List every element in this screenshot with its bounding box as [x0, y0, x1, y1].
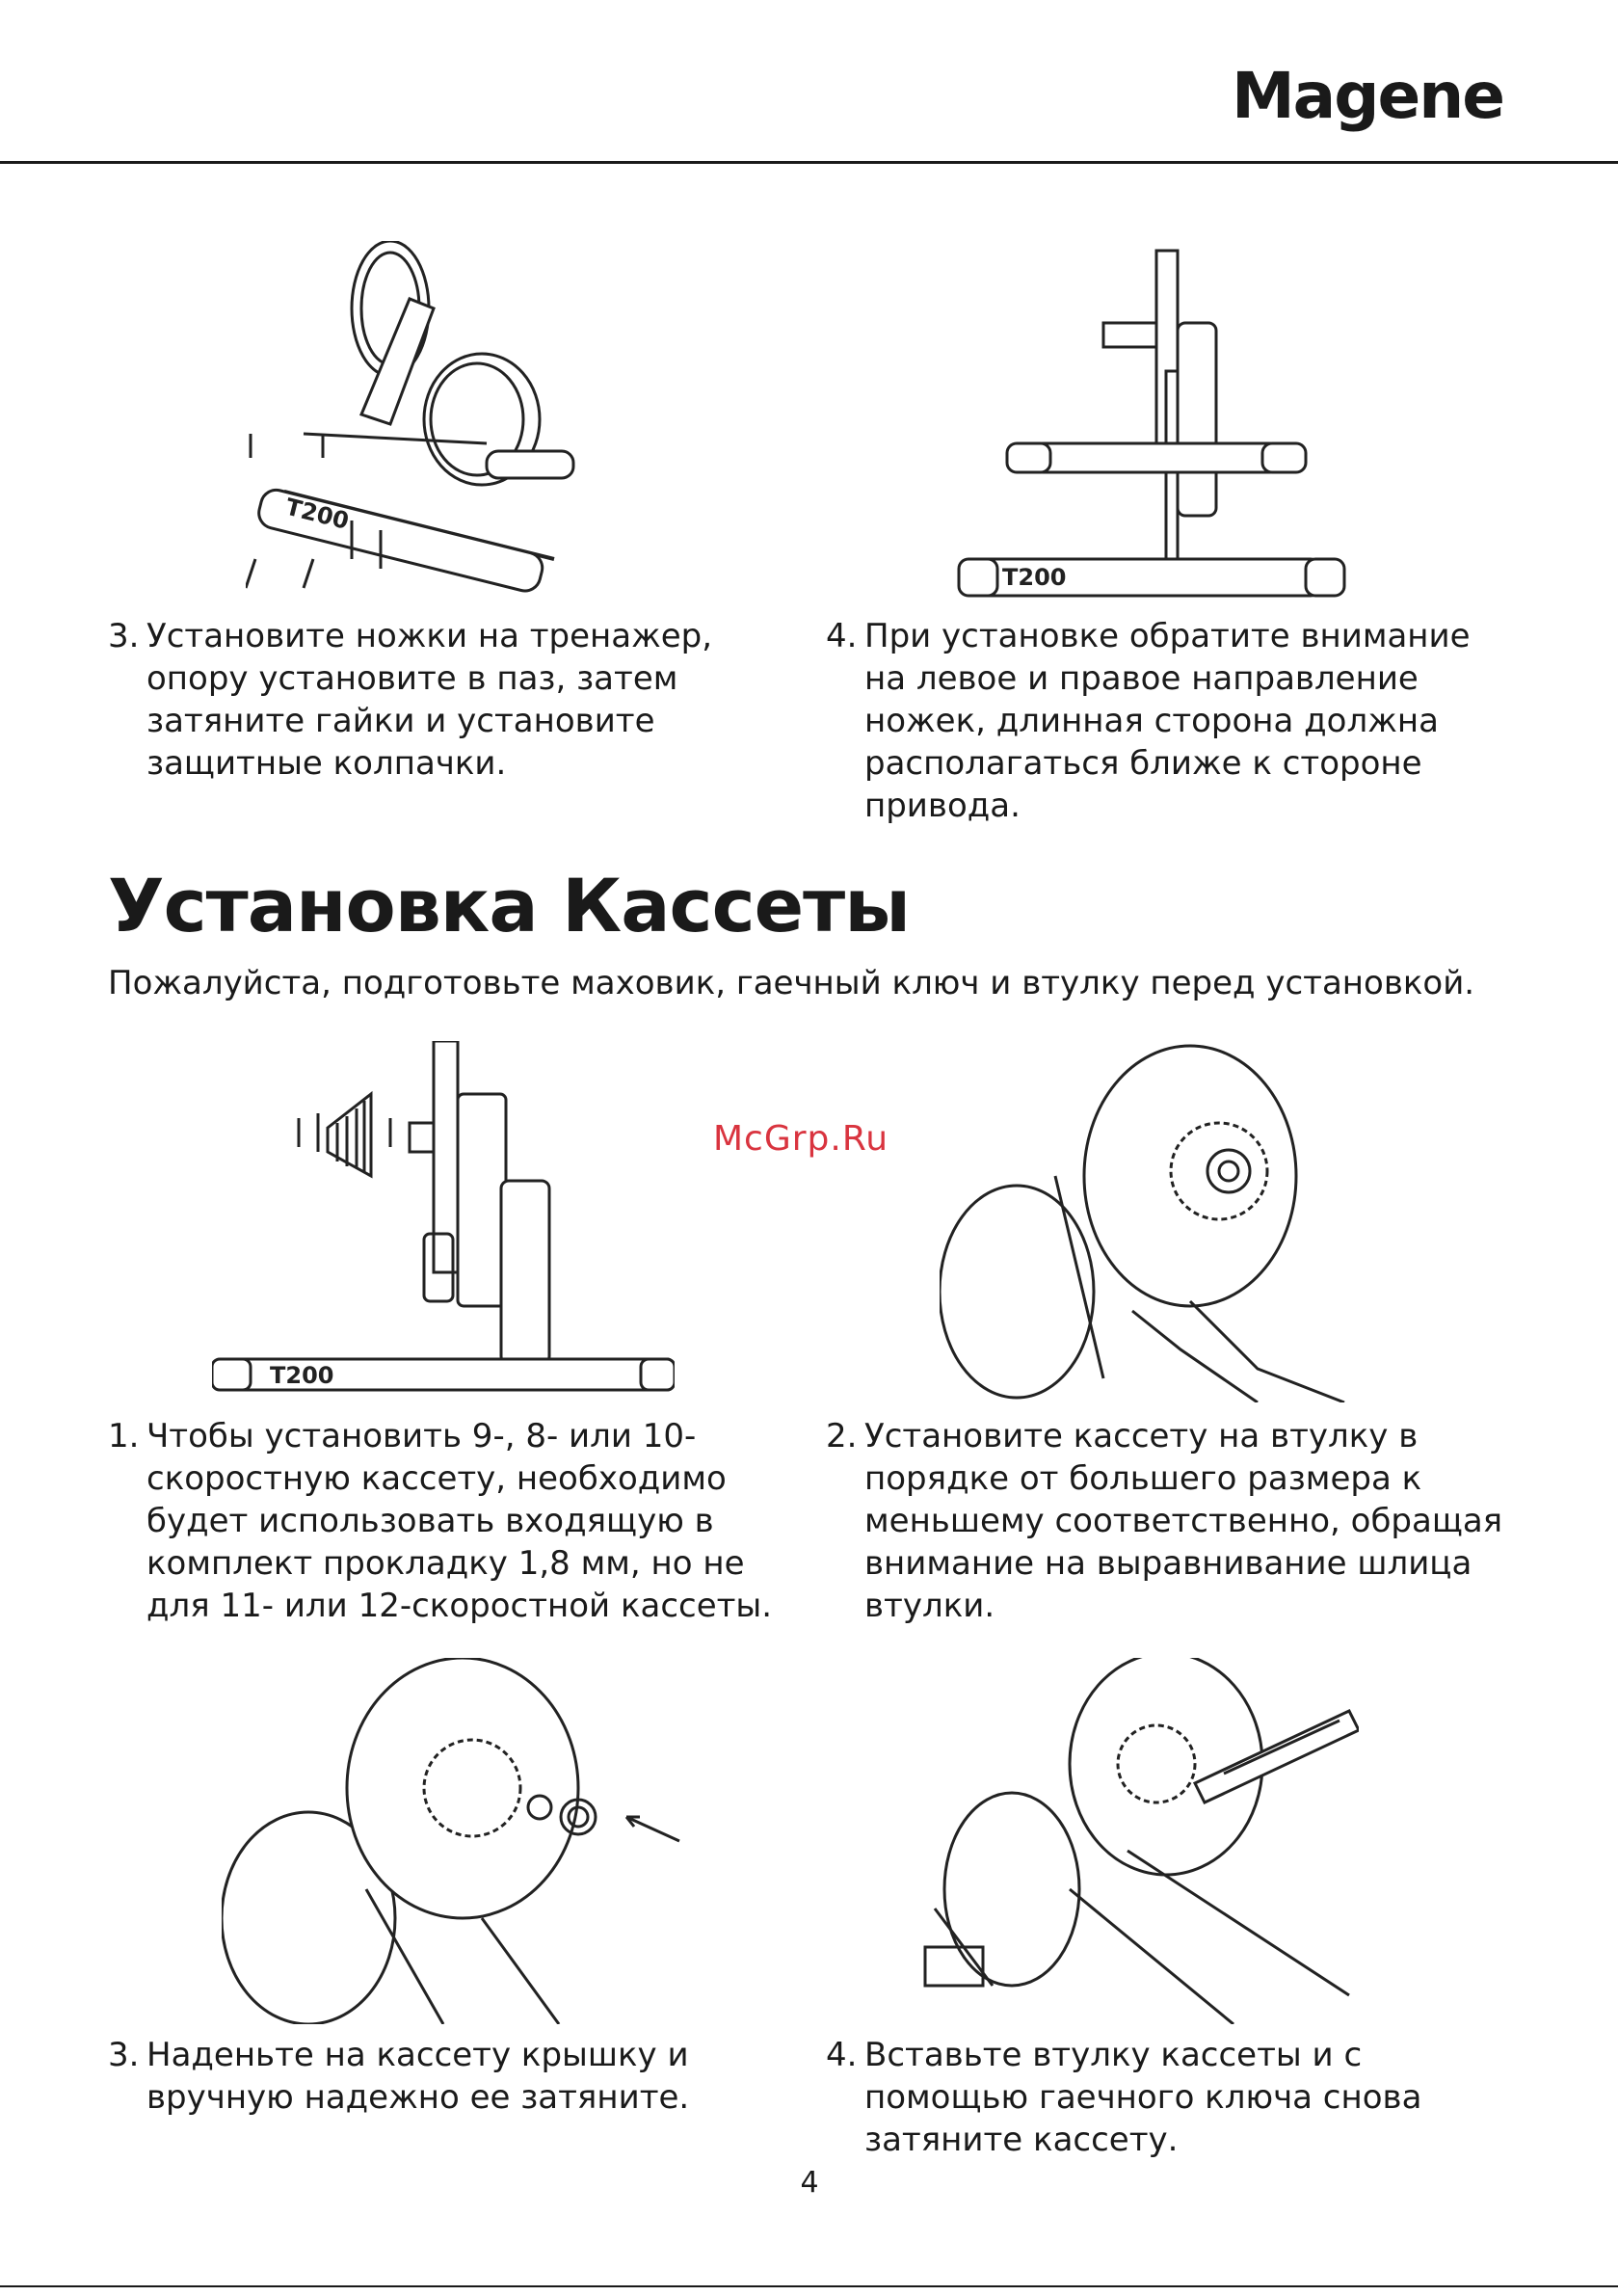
wrench-tightening-illustration — [915, 1658, 1359, 2024]
trainer-legs-attach-illustration: T200 — [246, 241, 650, 598]
cassette-spacer-illustration: T200 — [212, 1041, 675, 1393]
cassette-step-2: 2. Установите кассету на втулку в порядк… — [826, 1417, 1503, 1625]
section-intro: Пожалуйста, подготовьте маховик, гаечный… — [108, 964, 1475, 1002]
brand-logo: Magene — [1232, 59, 1505, 133]
section-title: Установка Кассеты — [108, 863, 911, 948]
leg-step-3: 3. Установите ножки на тренажер, опору у… — [108, 617, 713, 783]
cassette-step-3: 3. Наденьте на кассету крышку и вручную … — [108, 2036, 690, 2117]
model-label: T200 — [1002, 564, 1066, 591]
footer-divider — [0, 2285, 1618, 2287]
watermark-text: McGrp.Ru — [713, 1119, 889, 1159]
leg-step-4: 4. При установке обратите внимание на ле… — [826, 617, 1471, 825]
model-label: T200 — [270, 1362, 333, 1389]
trainer-front-view-illustration: T200 — [949, 246, 1364, 602]
cassette-on-hub-illustration — [940, 1041, 1393, 1402]
page-number: 4 — [800, 2166, 819, 2200]
cassette-lockring-illustration — [222, 1658, 684, 2024]
header-divider — [0, 161, 1618, 164]
cassette-step-1: 1. Чтобы установить 9-, 8- или 10-скорос… — [108, 1417, 773, 1625]
cassette-step-4: 4. Вставьте втулку кассеты и с помощью г… — [826, 2036, 1422, 2159]
